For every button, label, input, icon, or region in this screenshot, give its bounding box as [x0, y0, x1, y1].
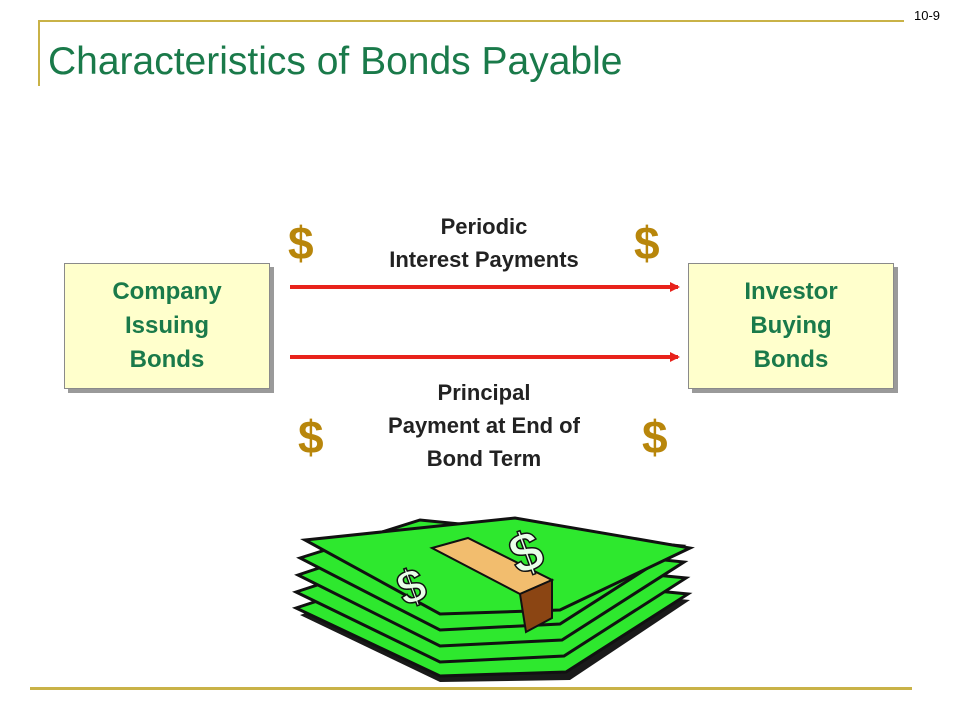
principal-label-line-2: Payment at End of	[388, 413, 580, 438]
dollar-icon-principal-left: $	[298, 411, 324, 463]
interest-label-line-1: Periodic	[440, 214, 528, 239]
principal-payment-label: Principal Payment at End of Bond Term	[324, 376, 644, 475]
dollar-icon-interest-left: $	[288, 217, 314, 269]
principal-label-line-3: Bond Term	[426, 446, 542, 471]
investor-box-line-3: Bonds	[753, 346, 829, 373]
slide-number: 10-9	[914, 8, 941, 23]
company-box-line-2: Issuing	[124, 312, 209, 339]
money-stack-icon: $ $	[291, 516, 695, 682]
slide-title: Characteristics of Bonds Payable	[48, 40, 623, 83]
frame-bottom-line	[30, 687, 912, 690]
dollar-icon-principal-right: $	[642, 411, 668, 463]
interest-label-line-2: Interest Payments	[389, 247, 579, 272]
investor-box-line-2: Buying	[750, 312, 832, 339]
frame-top-line	[38, 20, 904, 22]
dollar-icon-interest-right: $	[634, 217, 660, 269]
investor-box-line-1: Investor	[744, 278, 838, 305]
investor-buying-bonds-box: Investor Buying Bonds	[688, 263, 894, 389]
company-issuing-bonds-box: Company Issuing Bonds	[64, 263, 270, 389]
principal-label-line-1: Principal	[437, 380, 531, 405]
interest-payments-label: Periodic Interest Payments	[324, 210, 644, 276]
company-box-line-1: Company	[112, 278, 222, 305]
frame-left-line	[38, 20, 40, 86]
company-box-line-3: Bonds	[129, 346, 205, 373]
